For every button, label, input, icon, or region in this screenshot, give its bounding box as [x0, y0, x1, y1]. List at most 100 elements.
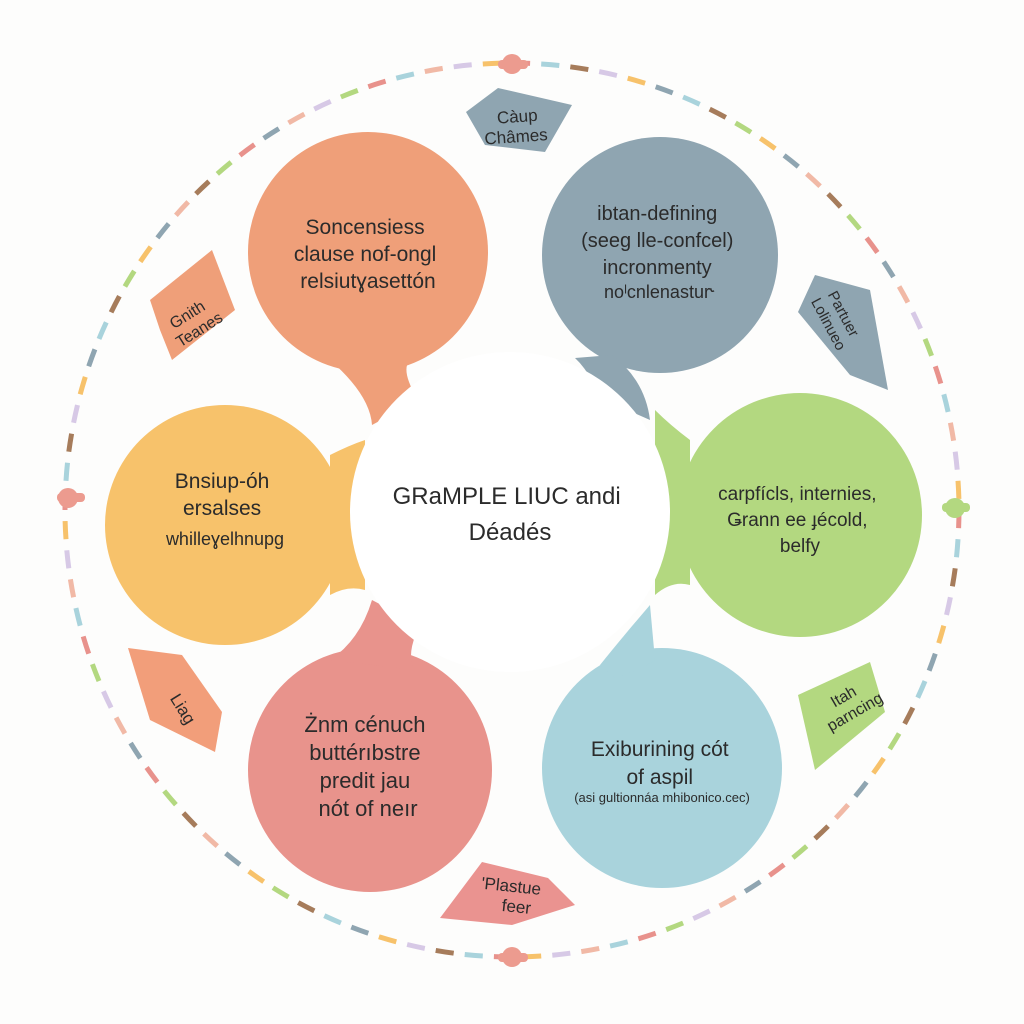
arrow-tag-lower-right: Itah parncing [798, 662, 886, 770]
ring-segment [395, 71, 415, 81]
ring-segment [424, 65, 444, 75]
petal-top-left-bubble [248, 132, 488, 372]
ring-segment [954, 539, 961, 558]
arrow-tag-upper-right: Partuer Lolinueo [798, 275, 888, 390]
ring-segment [238, 142, 256, 158]
ring-segment [162, 789, 178, 807]
petal-bottom-left-line-3: predit jau [320, 768, 411, 793]
ring-segment [63, 462, 70, 481]
ring-segment [768, 862, 786, 878]
svg-text:Żnm cénuch buttérıbstre: Żnm cénuch buttérıbstre predit jau nót o… [304, 712, 431, 821]
arrow-tag-top: Càup Châmes [466, 88, 572, 152]
ring-marker-right [942, 498, 970, 518]
ring-segment [215, 160, 233, 176]
ring-segment [910, 311, 923, 330]
petal-top-left: Soncensiess clause nof-ongl relsiutɣaset… [248, 132, 488, 425]
svg-text:Bnsiup-óh ersalses: Bnsiup-óh ersalses whilleɣelhnupg [165, 470, 284, 549]
arrow-tag-upper-left: Gnith Teanes [150, 250, 235, 360]
ring-segment [949, 567, 958, 587]
ring-segment [932, 365, 944, 385]
ring-segment [896, 285, 911, 304]
ring-segment [734, 120, 753, 135]
ring-segment [96, 321, 109, 340]
ring-segment [758, 136, 777, 151]
ring-segment [881, 260, 896, 279]
ring-segment [73, 607, 83, 627]
ring-segment [350, 924, 370, 936]
petal-top-right-line-3: incronmenty [603, 257, 712, 279]
center-hub-circle [350, 352, 670, 672]
ring-segment [915, 680, 928, 699]
ring-segment [77, 376, 88, 395]
petal-right-bubble [678, 393, 922, 637]
petal-bottom-left-line-2: buttérıbstre [309, 740, 420, 765]
petal-top-left-line-1: Soncensiess [306, 216, 425, 239]
petal-bottom-right: Exiburining cót of aspil (asi gultionnáa… [542, 605, 782, 888]
ring-segment [297, 900, 316, 914]
ring-segment [80, 635, 92, 655]
ring-segment [406, 942, 426, 951]
ring-segment [287, 111, 306, 126]
petal-left-line-3: whilleɣelhnupg [165, 529, 284, 549]
ring-segment [144, 766, 160, 784]
ring-segment [202, 831, 219, 848]
outer-ring [62, 60, 962, 960]
petal-bottom-right-line-2: of aspil [627, 766, 694, 789]
ring-segment [541, 61, 560, 68]
petal-right-line-2: Ǥrann ee ɟécold, [727, 510, 867, 531]
arrow-tag-bottom-line-2: feer [501, 896, 532, 918]
ring-segment [174, 200, 191, 217]
petal-left: Bnsiup-óh ersalses whilleɣelhnupg [105, 405, 365, 645]
ring-segment [609, 939, 629, 949]
arrow-tag-lower-left-shape [128, 648, 222, 752]
petal-bottom-right-bubble [542, 648, 782, 888]
ring-segment [682, 94, 701, 107]
ring-segment [67, 578, 77, 598]
ring-markers [57, 54, 970, 967]
arrow-tag-bottom: 'Plastue feer [440, 862, 575, 925]
ring-segment [86, 348, 98, 368]
center-hub: GRaMPLE LIUC andi Déadés [350, 352, 670, 672]
ring-segment [113, 716, 128, 735]
ring-segment [71, 404, 80, 424]
arrow-tag-top-line-1: Càup [496, 106, 538, 128]
ring-segment [833, 803, 850, 820]
ring-segment [155, 222, 171, 240]
ring-segment [944, 596, 953, 616]
ring-segment [926, 652, 938, 672]
svg-text:carpfícls, internies, Ǥr: carpfícls, internies, Ǥrann ee ɟécold, b… [718, 484, 882, 557]
svg-text:GRaMPLE LIUC andi Déadés: GRaMPLE LIUC andi Déadés [393, 483, 628, 546]
svg-text:Soncensiess clause nof-o: Soncensiess clause nof-ongl relsiutɣaset… [294, 216, 442, 293]
ring-segment [743, 879, 762, 894]
ring-segment [108, 295, 122, 314]
ring-segment [826, 192, 843, 209]
svg-text:ibtan-defining (seeg lle: ibtan-defining (seeg lle-confcel) incron… [581, 203, 739, 302]
ring-segment [637, 930, 657, 942]
ring-segment [138, 245, 153, 264]
ring-segment [464, 952, 483, 959]
ring-segment [552, 950, 571, 958]
ring-segment [323, 913, 342, 926]
petal-top-left-line-3: relsiutɣasettón [300, 270, 435, 293]
ring-segment [947, 422, 957, 442]
ring-segment [598, 69, 618, 78]
petal-bottom-right-line-1: Exiburining cót [591, 738, 729, 761]
ring-segment [580, 945, 600, 955]
petal-right: carpfícls, internies, Ǥrann ee ɟécold, b… [655, 393, 922, 637]
ring-segment [813, 824, 830, 841]
ring-segment [313, 99, 332, 112]
petal-left-bubble [105, 405, 345, 645]
ring-segment [922, 337, 934, 357]
petal-bottom-right-line-3: (asi gultionnáa mhibonico.cec) [574, 790, 750, 805]
ring-segment [181, 811, 198, 828]
ring-segment [64, 550, 72, 569]
ring-segment [122, 269, 137, 288]
petal-bottom-left-line-4: nót of neır [318, 796, 417, 821]
ring-segment [339, 88, 359, 100]
petal-top-right-tail [575, 355, 650, 420]
ring-segment [435, 947, 455, 956]
petal-bottom-right-tail [600, 605, 655, 678]
ring-segment [887, 732, 902, 751]
ring-segment [936, 625, 947, 644]
